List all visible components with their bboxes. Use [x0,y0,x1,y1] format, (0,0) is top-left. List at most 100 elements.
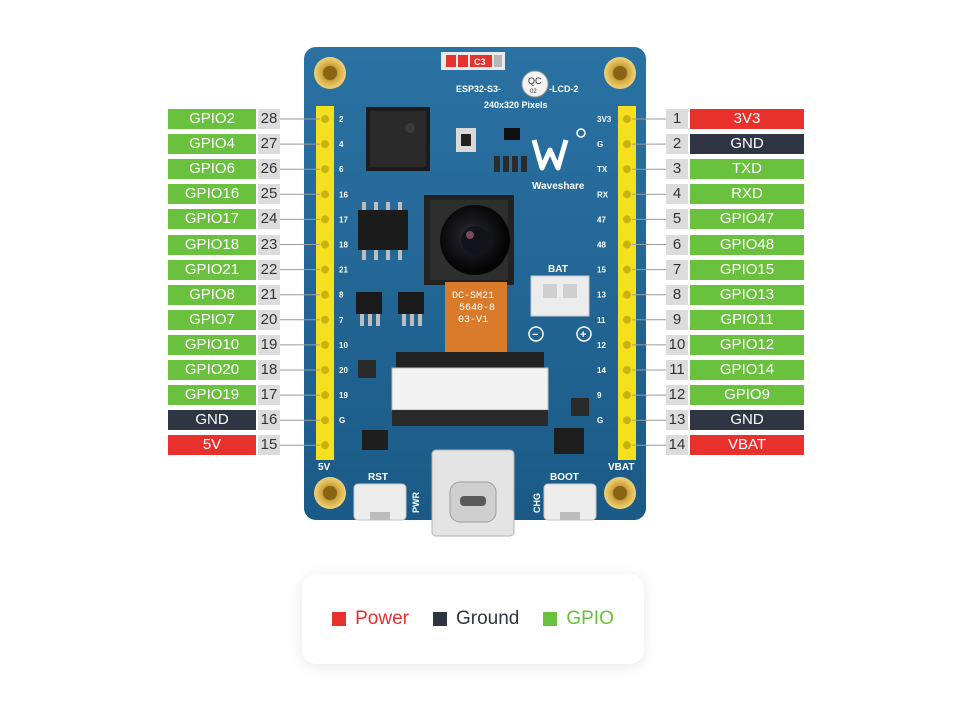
legend-item-ground: Ground [432,608,519,630]
pin-number: 22 [258,259,280,280]
header-pin [623,215,631,224]
pin-silk-label: 14 [597,366,606,375]
pin-label: GPIO21 [168,259,256,280]
smd-part [571,398,589,416]
right-bottom-silk: VBAT [608,462,634,473]
pin-silk-label: 4 [339,140,344,149]
usb-c-port-icon [431,449,515,537]
pin-silk-label: 7 [339,316,344,325]
ground-swatch [432,612,447,626]
bat-minus-label: − [532,329,538,341]
header-pin [321,366,329,374]
transistor-pair [356,292,424,326]
pin-silk-label: 21 [339,266,348,275]
left-bottom-silk: 5V [318,462,331,473]
pin-silk-label: 11 [597,316,606,325]
qc-sticker [521,70,549,98]
pin-silk-label: 19 [339,391,348,400]
header-pin [321,165,329,174]
pin-headers: 2461617182187102019G3V3GTXRX474815131112… [316,106,636,460]
header-pin [321,115,329,123]
pin-silk-label: 10 [339,341,348,350]
pin-label: GPIO11 [690,309,804,330]
pin-number: 20 [258,309,280,330]
mount-hole-icon [314,57,636,509]
pwr-label: PWR [411,492,421,513]
pin-silk-label: 18 [339,241,348,250]
header-pin [623,140,631,149]
pin-number: 9 [666,309,688,330]
pin-label: TXD [690,159,804,180]
regulator-chip [554,428,584,454]
pin-number: 10 [666,334,688,355]
pin-silk-label: 9 [597,391,602,400]
pin-label: VBAT [690,435,804,456]
pin-silk-label: 13 [597,291,606,300]
pin-number: 26 [258,159,280,180]
pin-label: GND [690,410,804,431]
camera-text-3: 03-V1 [458,315,488,326]
flash-chip [358,202,408,260]
header-pin [623,366,631,374]
capacitor-strip [441,52,505,70]
pin-number: 21 [258,284,280,305]
pin-silk-label: RX [597,190,609,199]
header-pin [623,115,631,123]
pin-silk-label: 20 [339,366,348,375]
left-pin-header [316,106,334,460]
pin-label: GPIO15 [690,259,804,280]
right-pin-header [618,106,636,460]
header-pin [321,391,329,400]
pin-silk-label: 6 [339,165,344,174]
rst-label: RST [368,472,388,483]
header-pin [623,190,631,199]
camera-text-1: DC-SM21 [452,291,494,302]
pin-label: 3V3 [690,109,804,129]
pin-number: 11 [666,360,688,380]
pin-number: 7 [666,259,688,280]
qc-number: 02 [530,89,537,95]
pin-label: RXD [690,184,804,205]
pin-silk-label: 8 [339,291,344,300]
pin-number: 27 [258,134,280,155]
pin-number: 8 [666,284,688,305]
pin-label: GND [690,134,804,155]
pin-number: 18 [258,360,280,380]
pin-silk-label: G [597,140,603,149]
bat-label: BAT [548,264,568,275]
transistor [504,128,520,140]
smd-part [358,360,376,378]
header-pin [623,416,631,425]
chg-label: CHG [532,493,542,513]
pin-label: GPIO2 [168,109,256,129]
pin-number: 6 [666,234,688,255]
header-pin [321,340,329,349]
pin-number: 15 [258,435,280,456]
header-pin [321,265,329,274]
resolution-label: 240x320 Pixels [484,100,548,110]
power-swatch [332,612,347,626]
pin-label: GND [168,410,256,431]
pin-label: GPIO18 [168,234,256,255]
header-pin [623,340,631,349]
cap-label: C3 [474,57,486,67]
header-pin [623,165,631,174]
pin-number: 2 [666,134,688,155]
boot-button [543,483,597,521]
pin-label: GPIO47 [690,209,804,230]
header-pin [321,240,329,249]
